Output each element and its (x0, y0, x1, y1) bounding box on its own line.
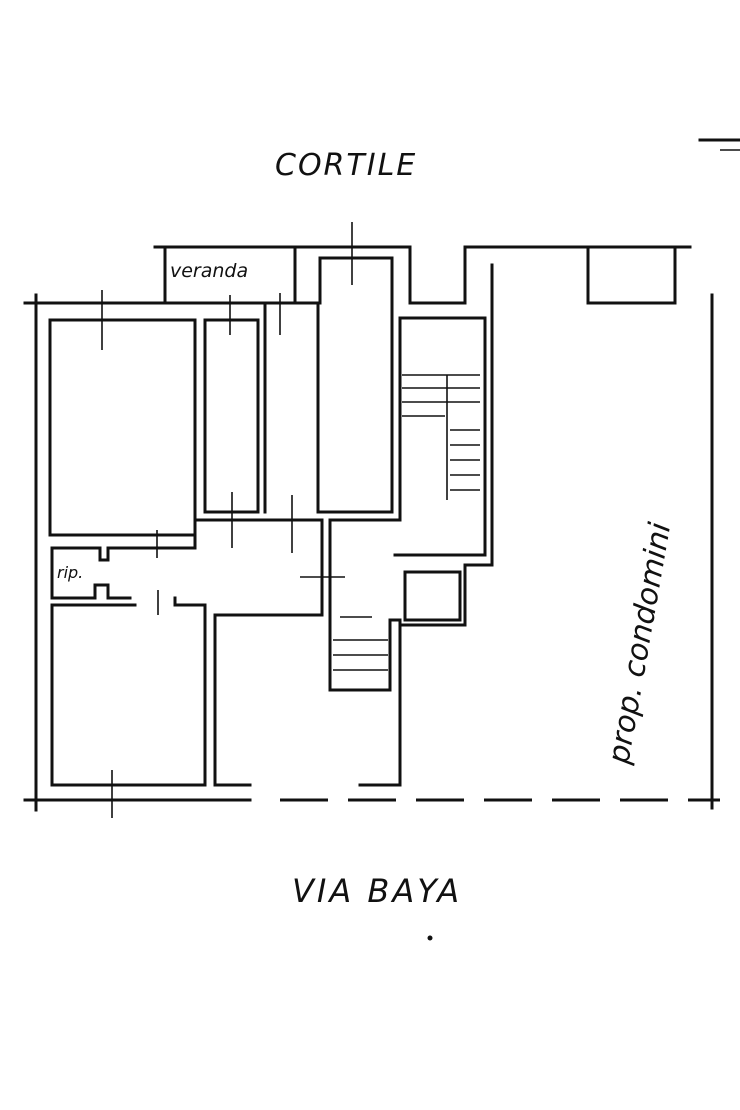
rooms (48, 263, 494, 787)
window-marks (101, 290, 293, 558)
stair-wall (328, 518, 402, 787)
wall (50, 518, 207, 562)
room-bedroom-2 (50, 596, 207, 787)
street-label: VIA BAYA (292, 872, 462, 910)
cortile-label: CORTILE (275, 148, 417, 183)
storage-label: rip. (57, 563, 83, 582)
wall (23, 256, 394, 514)
room-kitchen-lower (265, 320, 315, 512)
stairwell-wall (328, 316, 487, 557)
corridor-wall (203, 518, 324, 787)
shaft-box (403, 570, 462, 622)
stairs (300, 374, 480, 671)
condominium-label: prop. condomini (601, 519, 678, 767)
wall (153, 245, 692, 305)
speck (427, 935, 433, 941)
room-bath (203, 318, 260, 514)
room-bedroom-1 (48, 318, 197, 537)
wall (586, 245, 677, 305)
outer-walls (23, 222, 720, 818)
wall (398, 563, 494, 627)
veranda-label: veranda (170, 260, 248, 282)
storage-wall (50, 546, 132, 600)
